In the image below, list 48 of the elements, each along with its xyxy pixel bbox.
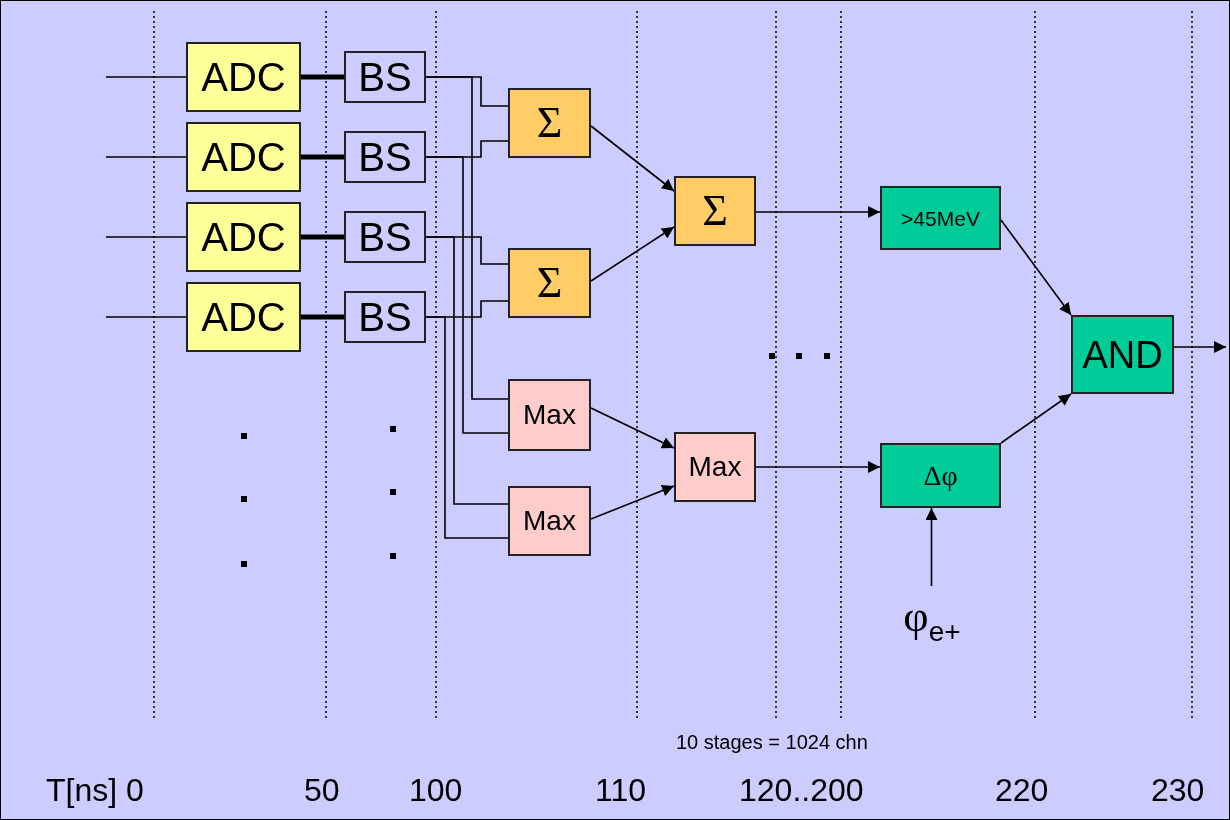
phi-e-plus-label: φ$_{e+}$ [903,594,961,646]
connector [1000,219,1072,316]
connector [1000,393,1072,444]
bit-shift-box: BS [344,51,426,103]
stage-count-note: 10 stages = 1024 chn [676,732,868,752]
connector [301,314,344,320]
bit-shift-box: BS [344,131,426,183]
connector [425,236,509,505]
and-gate-box: AND [1071,315,1174,394]
connector [105,316,187,318]
connector [590,407,675,449]
connector [590,226,675,282]
adc-box: ADC [186,122,301,192]
max-box: Max [508,379,591,451]
time-axis-label: T[ns] 0 [46,774,144,806]
adc-box: ADC [186,202,301,272]
bit-shift-box: BS [344,211,426,263]
connector [755,461,881,473]
bit-shift-box: BS [344,291,426,343]
adc-box: ADC [186,282,301,352]
time-tick-label: 110 [595,774,646,806]
connector [425,316,509,539]
connector [105,156,187,158]
connector [425,156,509,434]
time-tick-label: 50 [304,774,340,806]
sum-box: Σ [674,176,756,246]
time-tick-label: 100 [409,774,463,806]
connector [301,154,344,160]
connector [590,125,675,192]
max-box: Max [508,486,591,556]
time-tick-label: 120..200 [739,774,864,806]
threshold-box: >45MeV [880,186,1001,250]
connector [755,206,881,218]
time-tick-label: 220 [995,774,1049,806]
sum-box: Σ [508,248,591,318]
connector [925,507,938,587]
adc-box: ADC [186,42,301,112]
connector [301,234,344,240]
connector [425,76,509,400]
connector [105,236,187,238]
connector [301,74,344,80]
delta-phi-box: Δφ [880,443,1001,508]
sum-box: Σ [508,88,591,158]
connector [1173,341,1227,353]
connector [105,76,187,78]
time-tick-label: 230 [1151,774,1205,806]
connector [590,484,675,520]
max-box: Max [674,432,756,502]
